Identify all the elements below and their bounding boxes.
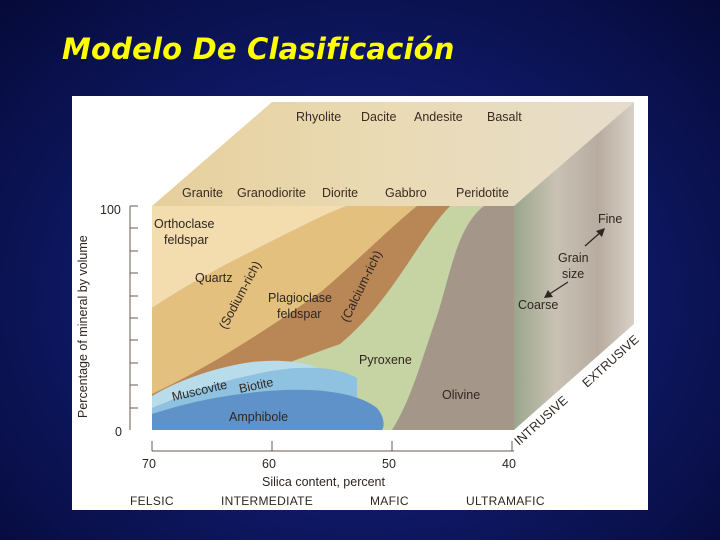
group-felsic: FELSIC xyxy=(130,494,174,508)
box-top-face xyxy=(152,102,634,206)
plagioclase-region xyxy=(152,206,450,406)
label-plagioclase-1: Plagioclase xyxy=(268,291,332,305)
volcanic-rock-labels: Rhyolite Dacite Andesite Basalt xyxy=(296,110,522,124)
rock-gabbro: Gabbro xyxy=(385,186,427,200)
label-grain-size-2: size xyxy=(562,267,584,281)
group-ultramafic: ULTRAMAFIC xyxy=(466,494,545,508)
amphibole-region xyxy=(152,389,384,430)
x-tick-50: 50 xyxy=(382,457,396,471)
rock-dacite: Dacite xyxy=(361,110,396,124)
pyroxene-region xyxy=(152,206,484,430)
label-orthoclase-2: feldspar xyxy=(164,233,208,247)
orthoclase-region xyxy=(152,206,347,308)
quartz-region xyxy=(152,206,417,394)
plutonic-rock-labels: Granite Granodiorite Diorite Gabbro Peri… xyxy=(182,186,509,200)
label-plagioclase-2: feldspar xyxy=(277,307,321,321)
y-axis-max-label: 100 xyxy=(100,203,121,217)
x-axis: 70 60 50 40 Silica content, percent xyxy=(142,441,516,489)
box-right-face xyxy=(514,102,634,430)
x-tick-60: 60 xyxy=(262,457,276,471)
x-tick-40: 40 xyxy=(502,457,516,471)
label-orthoclase-1: Orthoclase xyxy=(154,217,214,231)
rock-andesite: Andesite xyxy=(414,110,463,124)
rock-granodiorite: Granodiorite xyxy=(237,186,306,200)
x-tick-70: 70 xyxy=(142,457,156,471)
mineral-classification-figure: Rhyolite Dacite Andesite Basalt Granite … xyxy=(72,96,648,510)
rock-group-labels: FELSIC INTERMEDIATE MAFIC ULTRAMAFIC xyxy=(130,494,545,508)
rock-diorite: Diorite xyxy=(322,186,358,200)
label-olivine: Olivine xyxy=(442,388,480,402)
rock-rhyolite: Rhyolite xyxy=(296,110,341,124)
y-axis-label: Percentage of mineral by volume xyxy=(76,235,90,418)
y-axis: 100 0 Percentage of mineral by volume xyxy=(76,203,138,439)
label-grain-fine: Fine xyxy=(598,212,622,226)
grain-arrow-up-icon xyxy=(584,228,605,247)
label-grain-coarse: Coarse xyxy=(518,298,558,312)
x-axis-ticks xyxy=(151,441,513,451)
slide-title: Modelo De Clasificación xyxy=(62,32,455,66)
label-grain-size-1: Grain xyxy=(558,251,589,265)
mineral-classification-diagram: Rhyolite Dacite Andesite Basalt Granite … xyxy=(76,102,642,508)
label-pyroxene: Pyroxene xyxy=(359,353,412,367)
group-intermediate: INTERMEDIATE xyxy=(221,494,313,508)
group-mafic: MAFIC xyxy=(370,494,409,508)
label-amphibole: Amphibole xyxy=(229,410,288,424)
rock-peridotite: Peridotite xyxy=(456,186,509,200)
rock-basalt: Basalt xyxy=(487,110,522,124)
label-quartz: Quartz xyxy=(195,271,233,285)
x-axis-label: Silica content, percent xyxy=(262,475,386,489)
grain-arrow-down-icon xyxy=(544,281,569,298)
rock-granite: Granite xyxy=(182,186,223,200)
y-axis-ticks xyxy=(130,205,138,409)
y-axis-min-label: 0 xyxy=(115,425,122,439)
grain-size-indicator: Fine Grain size Coarse xyxy=(518,212,622,312)
